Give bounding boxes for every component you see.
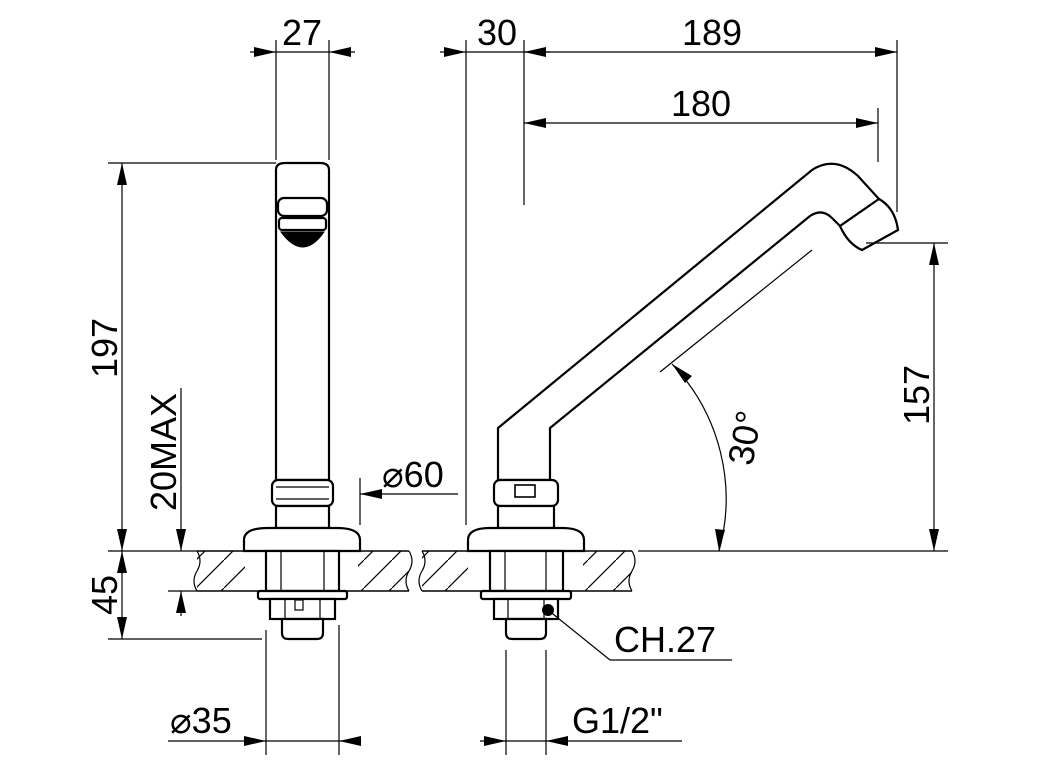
dimension-60-label: ⌀60	[382, 454, 444, 495]
dimension-35: ⌀35	[168, 625, 361, 755]
dimension-20max-label: 20MAX	[143, 393, 184, 511]
dimension-45-label: 45	[84, 575, 125, 615]
dimension-35-label: ⌀35	[170, 700, 232, 741]
dimension-60: ⌀60	[359, 454, 458, 525]
dimension-157: 157	[638, 242, 948, 552]
dimension-180: 180	[524, 83, 879, 162]
dimension-157-label: 157	[896, 365, 937, 425]
spout-side-view	[466, 162, 900, 641]
dimension-20max: 20MAX	[143, 388, 197, 616]
dimension-27-label: 27	[282, 12, 322, 53]
dimension-197-label: 197	[84, 318, 125, 378]
dimension-angle: 30°	[659, 249, 813, 552]
spout-front-view	[242, 161, 362, 641]
leader-ch27-label: CH.27	[614, 619, 716, 660]
leader-ch27: CH.27	[547, 609, 732, 661]
dimension-30-label: 30	[477, 12, 517, 53]
dimension-180-label: 180	[671, 83, 731, 124]
dimension-angle-label: 30°	[720, 407, 770, 468]
dimension-27: 27	[250, 12, 355, 160]
dimension-189-label: 189	[682, 12, 742, 53]
dimension-45: 45	[84, 551, 262, 640]
dimension-197: 197	[84, 162, 276, 552]
dimension-thread-label: G1/2"	[572, 700, 663, 741]
dimension-189: 189	[524, 12, 898, 212]
dimension-thread: G1/2"	[480, 650, 682, 755]
